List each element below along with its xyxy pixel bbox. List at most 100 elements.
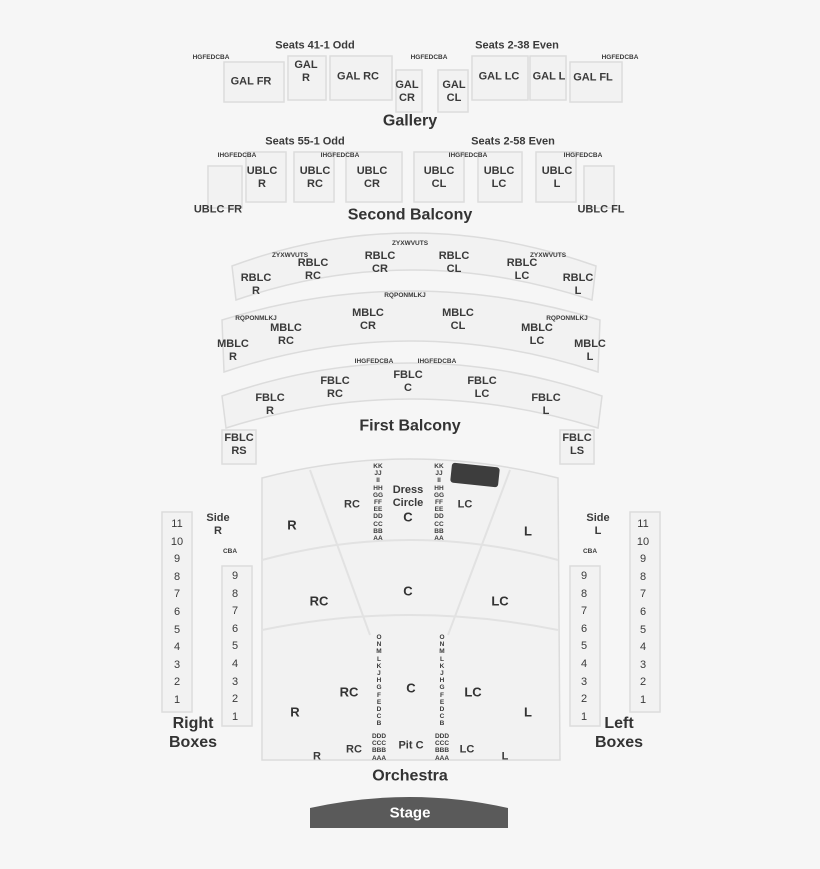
main-rows-left: O N M L K J H G F E D C B	[376, 634, 382, 728]
mblc-lc-label: MBLC LC	[521, 322, 553, 347]
left-box-inner-number[interactable]: 5	[580, 640, 588, 653]
ublc-fl-block[interactable]	[583, 165, 615, 209]
gal-r-block[interactable]	[287, 55, 327, 101]
right-boxes-inner[interactable]	[221, 565, 253, 727]
dress-rc-label: RC	[344, 498, 360, 511]
ublc-cr-block[interactable]	[345, 151, 403, 203]
left-box-inner-number[interactable]: 6	[580, 622, 588, 635]
gal-r-label: GAL R	[294, 59, 318, 84]
left-box-outer-number[interactable]: 2	[639, 676, 647, 689]
left-boxes-outer[interactable]	[629, 511, 661, 713]
right-box-inner-number[interactable]: 6	[231, 622, 239, 635]
ublc-l-block[interactable]	[535, 151, 577, 203]
mblc-l-label: MBLC L	[574, 338, 606, 363]
gal-lc-block[interactable]	[471, 55, 529, 101]
gal-l-block[interactable]	[529, 55, 567, 101]
left-boxes-inner[interactable]	[569, 565, 601, 727]
fblc-c-label: FBLC C	[393, 369, 423, 394]
ublc-rows-2: IHGFEDCBA	[320, 152, 360, 159]
right-boxes-outer[interactable]	[161, 511, 193, 713]
right-box-outer-number[interactable]: 2	[173, 676, 181, 689]
dress-lc-highlight	[450, 462, 500, 488]
mblc-cr-label: MBLC CR	[352, 307, 384, 332]
rblc-band[interactable]	[231, 232, 597, 302]
fblc-l-label: FBLC L	[531, 392, 561, 417]
gal-fl-block[interactable]	[569, 61, 623, 103]
right-box-outer-number[interactable]: 1	[173, 694, 181, 706]
right-box-outer-number[interactable]: 6	[173, 606, 181, 618]
orch-c-mid-label: C	[403, 583, 413, 599]
right-box-outer-number[interactable]: 10	[170, 535, 184, 548]
right-box-outer-number[interactable]: 3	[173, 658, 181, 671]
rblc-l-label: RBLC L	[562, 272, 594, 297]
rblc-rows-center: ZYXWVUTS	[391, 240, 429, 247]
gal-fr-block[interactable]	[223, 61, 285, 103]
left-box-outer-number[interactable]: 5	[639, 623, 647, 636]
left-box-inner-number[interactable]: 8	[580, 587, 588, 600]
pit-lc-label: LC	[459, 743, 475, 756]
fblc-band[interactable]	[221, 362, 603, 429]
ublc-rows-4: IHGFEDCBA	[563, 152, 603, 159]
rblc-r-label: RBLC R	[240, 272, 272, 297]
right-box-inner-number[interactable]: 7	[231, 605, 239, 618]
second-balcony-header-right: Seats 2-58 Even	[471, 135, 555, 148]
left-box-outer-number[interactable]: 1	[639, 694, 647, 706]
gal-cl-block[interactable]	[437, 69, 469, 113]
ublc-fl-label: UBLC FL	[577, 203, 625, 216]
mblc-rows-right: RQPONMLKJ	[546, 315, 588, 322]
orch-r-upper-label: R	[287, 517, 297, 533]
ublc-lc-label: UBLC LC	[483, 165, 515, 190]
fblc-rows-center-right: IHGFEDCBA	[417, 358, 457, 365]
rblc-cl-label: RBLC CL	[438, 250, 470, 275]
right-box-outer-number[interactable]: 8	[173, 570, 181, 583]
fblc-ls-block[interactable]	[559, 429, 595, 465]
left-box-inner-number[interactable]: 4	[580, 658, 588, 670]
left-box-inner-number[interactable]: 3	[580, 675, 588, 688]
left-box-inner-number[interactable]: 1	[580, 710, 588, 723]
first-balcony-title: First Balcony	[359, 417, 461, 435]
ublc-cl-label: UBLC CL	[423, 165, 455, 190]
mblc-rows-left: RQPONMLKJ	[235, 315, 277, 322]
ublc-rc-block[interactable]	[293, 151, 335, 203]
right-box-outer-number[interactable]: 9	[173, 553, 181, 566]
ublc-r-block[interactable]	[245, 151, 287, 203]
left-box-outer-number[interactable]: 6	[639, 606, 647, 618]
left-box-outer-number[interactable]: 4	[639, 641, 647, 654]
right-box-outer-number[interactable]: 4	[173, 641, 181, 654]
ublc-lc-block[interactable]	[477, 151, 523, 203]
left-box-outer-number[interactable]: 11	[637, 518, 649, 530]
left-box-outer-number[interactable]: 8	[639, 570, 647, 583]
ublc-cl-block[interactable]	[413, 151, 465, 203]
left-box-outer-number[interactable]: 7	[639, 588, 647, 601]
gal-fl-label: GAL FL	[573, 71, 613, 84]
right-box-inner-number[interactable]: 2	[231, 693, 239, 706]
right-box-inner-number[interactable]: 8	[231, 587, 239, 600]
right-box-outer-number[interactable]: 7	[173, 588, 181, 601]
right-box-inner-number[interactable]: 9	[231, 570, 239, 582]
right-box-inner-number[interactable]: 5	[231, 640, 239, 653]
ublc-fr-block[interactable]	[207, 165, 243, 209]
right-box-outer-number[interactable]: 11	[171, 518, 183, 530]
gal-rc-block[interactable]	[329, 55, 393, 101]
left-box-outer-number[interactable]: 10	[636, 535, 650, 548]
right-box-inner-number[interactable]: 4	[231, 658, 239, 670]
mblc-rows-center: RQPONMLKJ	[384, 292, 426, 299]
left-box-inner-number[interactable]: 2	[580, 693, 588, 706]
rblc-lc-label: RBLC LC	[506, 257, 538, 282]
left-box-outer-number[interactable]: 3	[639, 658, 647, 671]
right-box-inner-number[interactable]: 3	[231, 675, 239, 688]
orch-c-low-label: C	[406, 680, 416, 696]
right-box-inner-number[interactable]: 1	[231, 710, 239, 723]
right-box-outer-number[interactable]: 5	[173, 623, 181, 636]
left-box-outer-number[interactable]: 9	[639, 553, 647, 566]
dress-lc-label: LC	[457, 498, 473, 511]
mblc-band[interactable]	[221, 290, 601, 374]
left-box-inner-number[interactable]: 9	[580, 570, 588, 582]
left-box-inner-number[interactable]: 7	[580, 605, 588, 618]
fblc-rs-block[interactable]	[221, 429, 257, 465]
orch-lc-low-label: LC	[464, 684, 482, 700]
gal-cr-block[interactable]	[395, 69, 423, 113]
gallery-header-left: Seats 41-1 Odd	[275, 39, 355, 52]
